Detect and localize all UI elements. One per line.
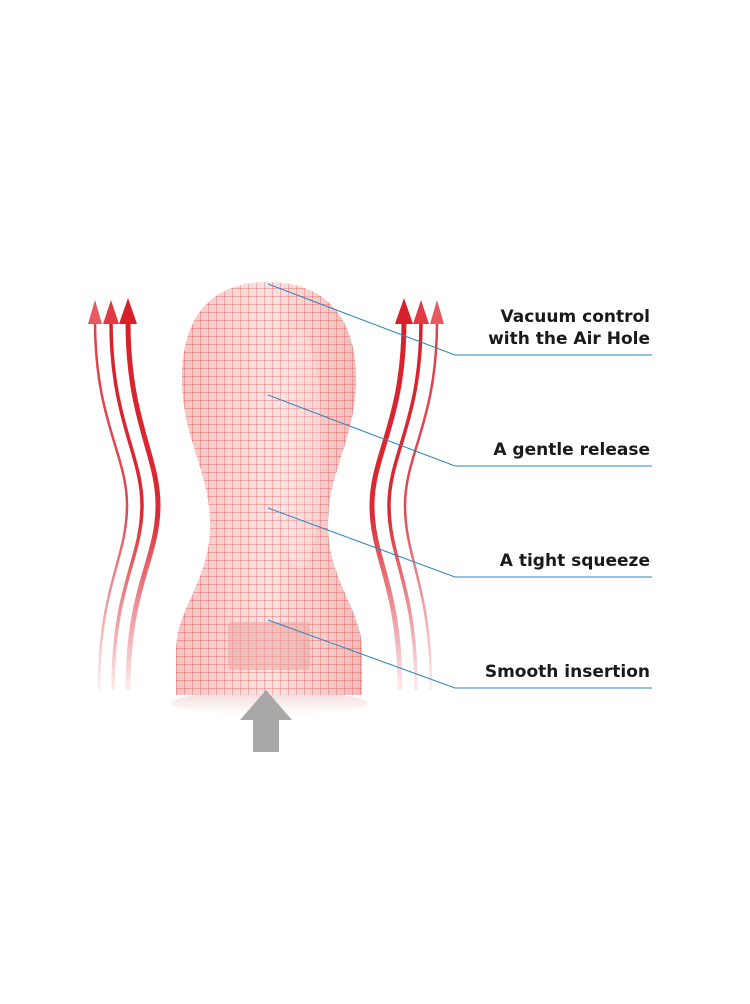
right-flow-arrows — [369, 298, 444, 691]
inner-chamber — [228, 622, 310, 670]
leader-insertion — [267, 619, 652, 689]
up-arrow-icon — [103, 300, 144, 691]
leader-release — [267, 394, 652, 467]
label-squeeze: A tight squeeze — [500, 551, 650, 571]
labels: Vacuum control with the Air Hole A gentl… — [485, 307, 650, 682]
up-arrow-icon — [387, 300, 429, 691]
up-arrow-icon — [369, 298, 413, 691]
inner-highlight — [278, 330, 322, 570]
up-arrow-icon — [88, 300, 129, 691]
insert-arrow — [240, 690, 292, 752]
leader-squeeze — [267, 507, 652, 578]
up-arrow-icon — [403, 300, 444, 691]
up-arrow-icon — [240, 690, 292, 752]
cup-grid — [176, 282, 362, 695]
label-insertion: Smooth insertion — [485, 662, 650, 682]
leader-air-hole — [267, 283, 652, 356]
label-air-hole-line1: Vacuum control — [501, 307, 651, 327]
cup-body — [171, 282, 367, 715]
label-air-hole-line2: with the Air Hole — [488, 329, 650, 349]
leader-lines — [267, 283, 652, 689]
left-flow-arrows — [88, 298, 161, 691]
up-arrow-icon — [119, 298, 161, 691]
label-release: A gentle release — [493, 440, 650, 460]
